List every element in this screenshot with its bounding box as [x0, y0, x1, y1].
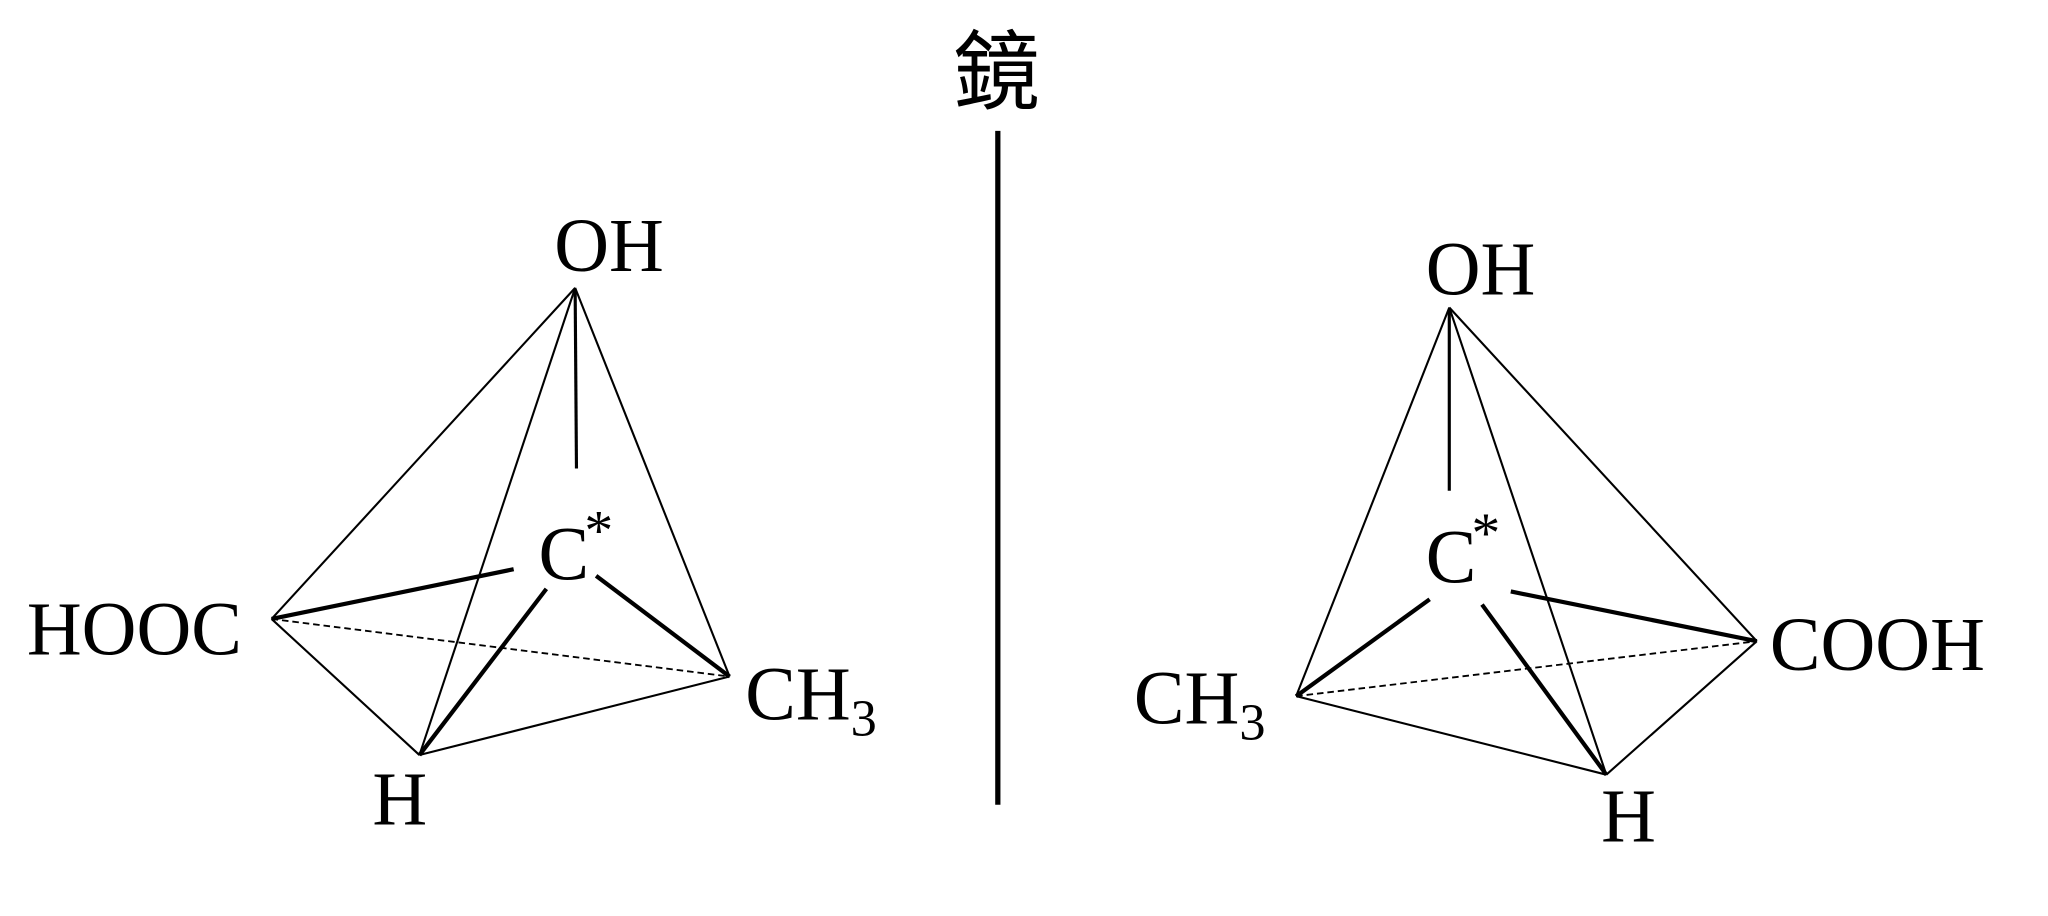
edge-h-cooh	[1605, 640, 1758, 776]
edge-oh-ch3	[574, 287, 731, 677]
edge-oh-hooc	[270, 287, 576, 620]
bond-c-h	[417, 587, 549, 757]
right-chiral-mark: *	[1472, 502, 1501, 565]
edge-oh-ch3	[1295, 307, 1451, 697]
bond-c-ch3	[594, 574, 731, 679]
edge-h-ch3	[419, 675, 730, 757]
right-c-label: C	[1426, 515, 1477, 599]
bond-c-hooc	[271, 567, 515, 622]
left-ch3-label: CH3	[745, 653, 877, 748]
edge-oh-h	[1448, 307, 1608, 776]
right-tetrahedron	[1294, 306, 1758, 776]
right-cooh-label: COOH	[1770, 603, 1985, 687]
left-hooc-label: HOOC	[27, 587, 242, 671]
left-ch3-main: CH	[745, 653, 850, 737]
edge-ch3-h	[1295, 695, 1607, 776]
bond-c-cooh	[1510, 589, 1758, 644]
right-oh-label: OH	[1426, 227, 1536, 311]
bond-c-ch3	[1294, 597, 1431, 698]
right-ch3-label: CH3	[1134, 657, 1266, 752]
left-oh-label: OH	[554, 204, 664, 288]
right-ch3-main: CH	[1134, 657, 1239, 741]
left-ch3-sub: 3	[851, 689, 877, 747]
edge-oh-h	[418, 287, 577, 756]
edge-oh-cooh	[1448, 306, 1758, 642]
right-ch3-sub: 3	[1239, 693, 1265, 751]
mirror-label: 鏡	[953, 25, 1039, 121]
bond-c-oh	[573, 290, 579, 469]
bond-c-h	[1480, 603, 1609, 776]
left-h-label: H	[372, 757, 427, 841]
left-c-label: C	[539, 513, 590, 597]
right-h-label: H	[1601, 774, 1656, 858]
edge-hooc-h	[270, 618, 421, 756]
left-chiral-mark: *	[584, 500, 613, 563]
left-tetrahedron	[270, 287, 731, 757]
